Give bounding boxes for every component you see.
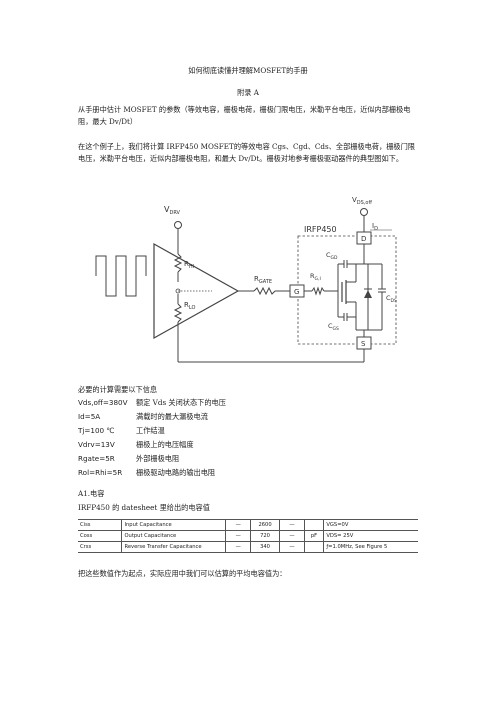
info-item: Tj=100 ℃ 工作结温 bbox=[78, 426, 165, 436]
info-item-desc: 栅极上的电压幅度 bbox=[136, 440, 194, 449]
info-item-key: Id=5A bbox=[78, 412, 101, 421]
info-item: Vds,off=380V 额定 Vds 关闭状态下的电压 bbox=[78, 398, 226, 408]
cell-sym: Ciss bbox=[78, 519, 122, 531]
cell-sym: Crss bbox=[78, 541, 122, 553]
rgate-resistor bbox=[253, 286, 276, 296]
svg-text:RHI: RHI bbox=[184, 260, 194, 270]
cell-min: — bbox=[225, 519, 251, 531]
intro-paragraph-2: 在这个例子上，我们将计算 IRFP450 MOSFET的等效电容 Cgs、Cgd… bbox=[78, 142, 415, 163]
closing-text: 把这些数值作为起点，实际应用中我们可以估算的平均电容值为： bbox=[78, 569, 287, 578]
cell-unit bbox=[303, 519, 324, 531]
info-item-desc: 满载时的最大漏极电流 bbox=[136, 412, 208, 421]
info-item-key: Rol=Rhi=5R bbox=[78, 468, 123, 477]
cell-unit: pF bbox=[303, 530, 324, 542]
info-item-desc: 额定 Vds 关闭状态下的电压 bbox=[136, 398, 226, 407]
cell-max: — bbox=[279, 541, 305, 553]
info-heading: 必要的计算需要以下信息 bbox=[78, 385, 158, 394]
svg-text:RLO: RLO bbox=[184, 301, 195, 311]
vds-terminal bbox=[360, 208, 368, 216]
info-item: Rgate=5R 外部栅极电阻 bbox=[78, 454, 179, 464]
square-wave-signal bbox=[95, 255, 147, 297]
svg-text:RGATE: RGATE bbox=[254, 275, 272, 285]
svg-text:CGS: CGS bbox=[328, 322, 339, 332]
svg-text:RG,I: RG,I bbox=[310, 272, 321, 282]
section-a1-text: IRFP450 的 datesheet 里给出的电容值 bbox=[78, 503, 210, 512]
cell-sym: Coss bbox=[78, 530, 122, 542]
info-item-key: Vdrv=13V bbox=[78, 440, 115, 449]
rlo-resistor bbox=[173, 303, 183, 323]
gate-drive-circuit-diagram: VDRV RHI RLO RGATE IRFP450 VDS,off ID bbox=[95, 196, 397, 363]
cell-typ: 340 bbox=[249, 541, 280, 553]
vdrv-label: VDRV bbox=[164, 205, 181, 216]
cell-typ: 720 bbox=[249, 530, 280, 542]
cell-min: — bbox=[225, 530, 251, 542]
section-a1-title: A1.电容 bbox=[78, 489, 105, 498]
cell-cond: ƒ=1.0MHz, See Figure 5 bbox=[323, 541, 418, 553]
cell-max: — bbox=[279, 530, 305, 542]
cell-name: Output Capacitance bbox=[121, 530, 226, 542]
info-item-desc: 工作结温 bbox=[136, 426, 165, 435]
svg-text:S: S bbox=[361, 340, 366, 348]
cell-name: Input Capacitance bbox=[121, 519, 226, 531]
svg-text:VDS,off: VDS,off bbox=[352, 196, 372, 206]
appendix-label: 附录 A bbox=[237, 88, 259, 97]
intro-paragraph-1: 从手册中估计 MOSFET 的参数（等效电容，栅极电荷，栅极门限电压，米勒平台电… bbox=[78, 105, 411, 126]
svg-text:D: D bbox=[361, 235, 366, 243]
svg-text:ID: ID bbox=[372, 222, 378, 232]
info-item-desc: 外部栅极电阻 bbox=[136, 454, 180, 463]
cell-name: Reverse Transfer Capacitance bbox=[121, 541, 226, 553]
cell-cond: VGS=0V bbox=[323, 519, 418, 531]
info-item-key: Rgate=5R bbox=[78, 454, 115, 463]
cell-max: — bbox=[279, 519, 305, 531]
info-item-key: Vds,off=380V bbox=[78, 398, 128, 407]
cell-typ: 2600 bbox=[249, 519, 280, 531]
svg-text:CDS: CDS bbox=[386, 294, 397, 304]
svg-text:CGD: CGD bbox=[326, 251, 338, 261]
info-item: Vdrv=13V 栅极上的电压幅度 bbox=[78, 440, 194, 450]
cell-min: — bbox=[225, 541, 251, 553]
body-diode bbox=[364, 290, 372, 298]
document-title: 如何彻底读懂并理解MOSFET的手册 bbox=[188, 66, 308, 75]
vdrv-terminal bbox=[174, 221, 182, 229]
svg-text:G: G bbox=[294, 288, 299, 296]
svg-text:IRFP450: IRFP450 bbox=[304, 225, 337, 234]
rgi-resistor bbox=[311, 286, 325, 296]
info-item: Id=5A 满载时的最大漏极电流 bbox=[78, 412, 208, 422]
info-item-desc: 栅极驱动电路的输出电阻 bbox=[136, 468, 216, 477]
rhi-resistor bbox=[173, 253, 183, 273]
cell-unit bbox=[303, 541, 324, 553]
cell-cond: VDS= 25V bbox=[323, 530, 418, 542]
info-item: Rol=Rhi=5R 栅极驱动电路的输出电阻 bbox=[78, 468, 215, 478]
info-item-key: Tj=100 ℃ bbox=[78, 426, 115, 435]
